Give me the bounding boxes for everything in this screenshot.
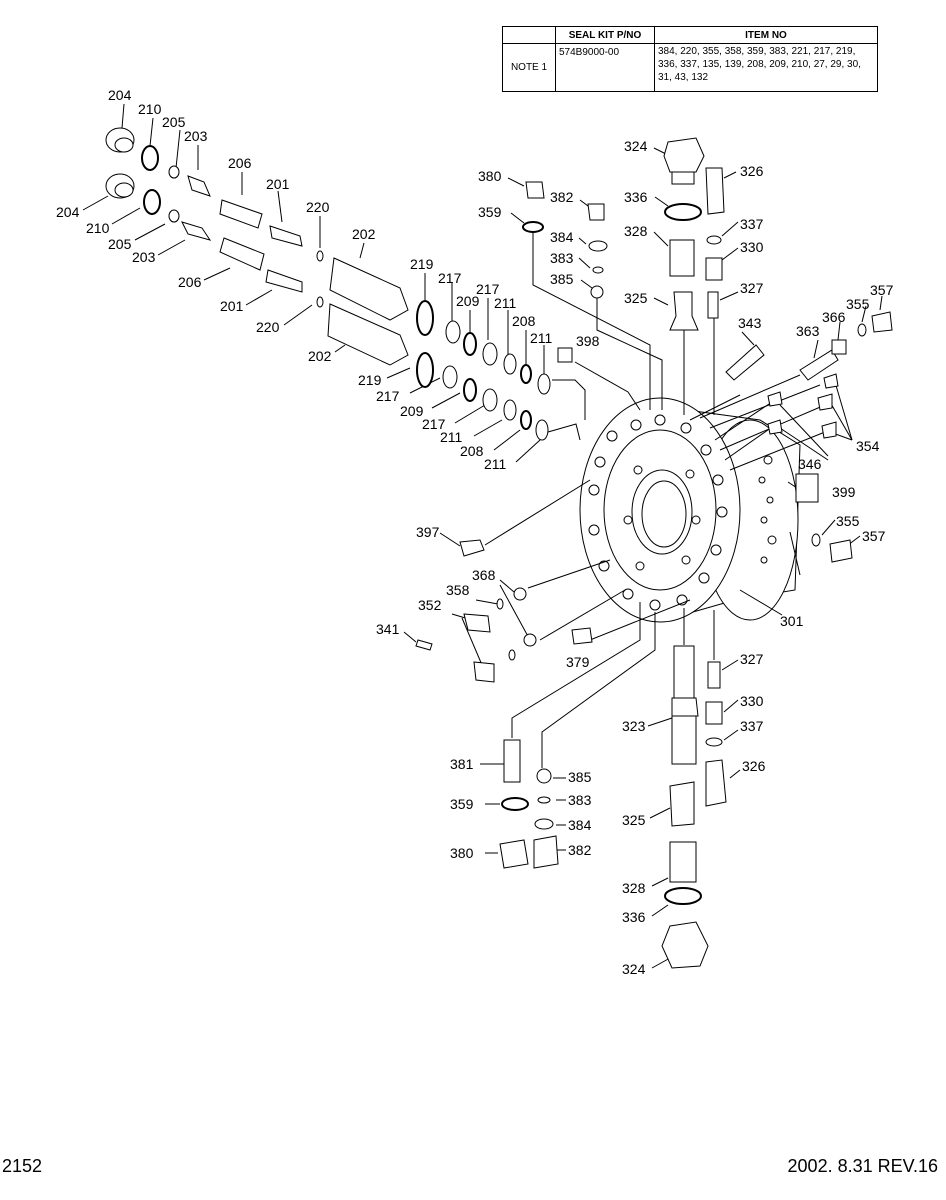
label-326-lower: 326 [742, 758, 766, 774]
label-382-upper: 382 [550, 189, 574, 205]
label-357-lower: 357 [862, 528, 886, 544]
label-204-upper: 204 [108, 87, 132, 103]
label-397: 397 [416, 524, 440, 540]
label-384-lower: 384 [568, 817, 592, 833]
label-204-lower: 204 [56, 204, 80, 220]
label-336-upper: 336 [624, 189, 648, 205]
label-217-b: 217 [476, 281, 500, 297]
label-217-a: 217 [438, 270, 462, 286]
upper-plug-parts [522, 137, 893, 563]
label-202-lower: 202 [308, 348, 332, 364]
label-380-lower: 380 [450, 845, 474, 861]
label-209-lower: 209 [400, 403, 424, 419]
label-208-lower: 208 [460, 443, 484, 459]
label-379: 379 [566, 654, 590, 670]
label-359-lower: 359 [450, 796, 474, 812]
relief-valve-parts [105, 127, 551, 441]
label-368: 368 [472, 567, 496, 583]
exploded-parts-diagram: 204 210 205 203 204 210 205 203 206 206 … [56, 87, 894, 977]
seal-kit-number: 574B9000-00 [555, 43, 655, 92]
label-337-lower: 337 [740, 718, 764, 734]
page-number: 2152 [2, 1156, 43, 1176]
label-211-c: 211 [440, 429, 463, 445]
label-358: 358 [446, 582, 470, 598]
seal-kit-table: SEAL KIT P/NO ITEM NO NOTE 1 574B9000-00… [502, 26, 878, 92]
label-211-b: 211 [530, 330, 553, 346]
label-201-upper: 201 [266, 176, 290, 192]
label-327-upper: 327 [740, 280, 764, 296]
label-346: 346 [798, 456, 822, 472]
label-325-lower: 325 [622, 812, 646, 828]
label-381: 381 [450, 756, 474, 772]
label-210-lower: 210 [86, 220, 110, 236]
label-337-upper: 337 [740, 216, 764, 232]
label-383-upper: 383 [550, 250, 574, 266]
label-209-upper: 209 [456, 293, 480, 309]
label-211-d: 211 [484, 456, 507, 472]
label-206-lower: 206 [178, 274, 202, 290]
lower-valve-parts [661, 645, 727, 969]
label-354: 354 [856, 438, 880, 454]
label-355-upper: 355 [846, 296, 870, 312]
label-327-lower: 327 [740, 651, 764, 667]
label-330-lower: 330 [740, 693, 764, 709]
label-336-lower: 336 [622, 909, 646, 925]
label-217-c: 217 [376, 388, 400, 404]
label-398: 398 [576, 333, 600, 349]
label-205-lower: 205 [108, 236, 132, 252]
label-328-lower: 328 [622, 880, 646, 896]
label-201-lower: 201 [220, 298, 244, 314]
label-399: 399 [832, 484, 856, 500]
label-326-upper: 326 [740, 163, 764, 179]
leader-lines [82, 103, 883, 969]
label-352: 352 [418, 597, 442, 613]
label-211-a: 211 [494, 295, 517, 311]
label-380-upper: 380 [478, 168, 502, 184]
label-363: 363 [796, 323, 820, 339]
label-324-lower: 324 [622, 961, 646, 977]
label-330-upper: 330 [740, 239, 764, 255]
label-202-upper: 202 [352, 226, 376, 242]
label-357-upper: 357 [870, 282, 894, 298]
label-205-upper: 205 [162, 114, 186, 130]
label-382-lower: 382 [568, 842, 592, 858]
label-324-upper: 324 [624, 138, 648, 154]
label-355-lower: 355 [836, 513, 860, 529]
label-219-upper: 219 [410, 256, 434, 272]
label-301: 301 [780, 613, 804, 629]
label-323: 323 [622, 718, 646, 734]
label-328-upper: 328 [624, 223, 648, 239]
label-383-lower: 383 [568, 792, 592, 808]
main-body [579, 397, 801, 623]
label-206-upper: 206 [228, 155, 252, 171]
item-numbers: 384, 220, 355, 358, 359, 383, 221, 217, … [654, 43, 878, 92]
label-341: 341 [376, 621, 400, 637]
label-203-upper: 203 [184, 128, 208, 144]
label-219-lower: 219 [358, 372, 382, 388]
revision-date: 2002. 8.31 REV.16 [787, 1156, 938, 1176]
label-385-upper: 385 [550, 271, 574, 287]
label-203-lower: 203 [132, 249, 156, 265]
label-325-upper: 325 [624, 290, 648, 306]
label-343: 343 [738, 315, 762, 331]
lower-plug-parts [415, 539, 593, 869]
label-220-lower: 220 [256, 319, 280, 335]
label-208-upper: 208 [512, 313, 536, 329]
label-359-upper: 359 [478, 204, 502, 220]
label-384-upper: 384 [550, 229, 574, 245]
label-385-lower: 385 [568, 769, 592, 785]
label-366: 366 [822, 309, 846, 325]
label-217-d: 217 [422, 416, 446, 432]
part-labels: 204 210 205 203 204 210 205 203 206 206 … [56, 87, 894, 977]
label-210-upper: 210 [138, 101, 162, 117]
label-220-upper: 220 [306, 199, 330, 215]
